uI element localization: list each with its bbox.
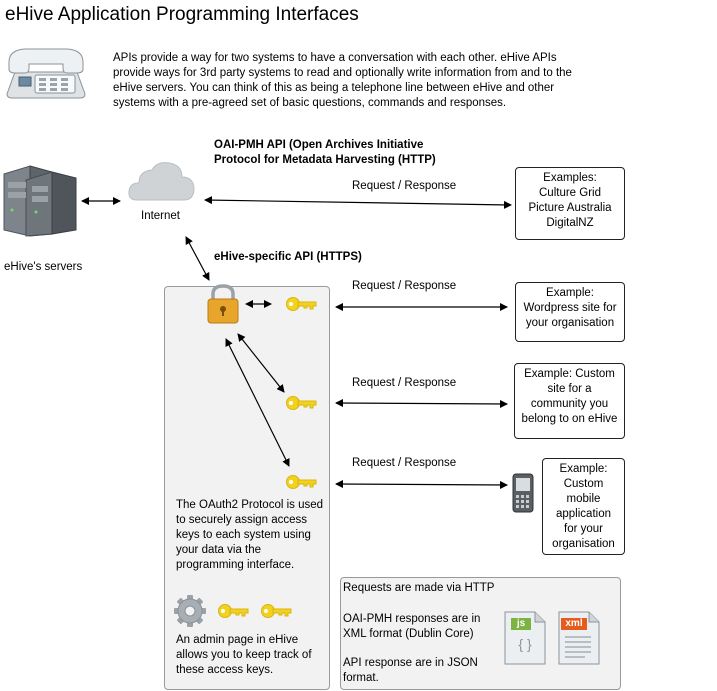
formats-api-text: API response are in JSON format. [343,657,478,684]
examples-line: Culture Grid [539,187,601,199]
mobile-example-box: Example: Custom mobile application for y… [542,458,625,555]
community-example-box: Example: Custom site for a community you… [514,363,625,439]
wordpress-line: your organisation [525,317,615,329]
mobile-line: for your [564,523,603,535]
formats-requests-text: Requests are made via HTTP [343,582,495,594]
wordpress-line: Example: [546,287,594,299]
key-icon [218,604,249,618]
oai-heading-line-2: Protocol for Metadata Harvesting (HTTP) [214,154,436,166]
community-line: belong to on eHive [521,413,618,425]
mobile-line: Custom [563,478,604,490]
mobile-line: organisation [552,538,615,550]
examples-line: Picture Australia [528,202,612,214]
request-response-label-mobile: Request / Response [352,457,457,469]
servers-icon [3,165,77,237]
request-response-label-wordpress: Request / Response [352,280,457,292]
key-icon [286,297,317,311]
xml-file-icon: xml [557,610,601,666]
key-icon [286,475,317,489]
arrow-lock-key3 [225,338,290,467]
cloud-icon [128,162,195,201]
intro-text: APIs provide a way for two systems to ha… [113,52,572,109]
key-icon [261,604,292,618]
oai-heading-line-1: OAI-PMH API (Open Archives Initiative [214,139,424,151]
key-icon [286,396,317,410]
wordpress-example-box: Example: Wordpress site for your organis… [515,282,625,342]
padlock-icon [207,284,239,324]
ehive-api-heading: eHive-specific API (HTTPS) [214,251,362,263]
examples-box: Examples: Culture Grid Picture Australia… [515,167,625,240]
js-badge: js [511,618,531,630]
json-file-icon: js { } [503,610,547,666]
arrow-key-community [335,399,508,408]
admin-text: An admin page in eHive allows you to kee… [176,634,312,676]
json-glyph: { } [518,636,532,652]
request-response-label-oai: Request / Response [352,180,457,192]
arrow-internet-api [185,236,210,281]
examples-line: Examples: [543,172,597,184]
community-line: community you [530,398,609,410]
request-response-label-community: Request / Response [352,377,457,389]
community-line: Example: Custom [524,368,615,380]
community-line: site for a [547,383,592,395]
gear-icon [174,595,206,627]
mobile-line: application [556,508,611,520]
page-title: eHive Application Programming Interfaces [5,4,359,25]
xml-badge: xml [561,618,587,630]
oai-heading: OAI-PMH API (Open Archives Initiative Pr… [214,138,436,168]
examples-line: DigitalNZ [546,217,594,229]
formats-oai-text: OAI-PMH responses are in XML format (Dub… [343,613,481,640]
mobile-phone-icon [512,473,534,513]
wordpress-line: Wordpress site for [523,302,617,314]
mobile-line: Example: [559,463,608,475]
mobile-line: mobile [566,493,601,505]
internet-label: Internet [141,210,180,222]
telephone-icon [6,48,86,99]
oauth-text: The OAuth2 Protocol is used to securely … [176,499,324,571]
servers-label: eHive's servers [4,261,83,273]
arrow-key-mobile [335,480,508,489]
arrow-lock-key2 [237,333,285,393]
arrow-internet-oai [204,196,512,209]
